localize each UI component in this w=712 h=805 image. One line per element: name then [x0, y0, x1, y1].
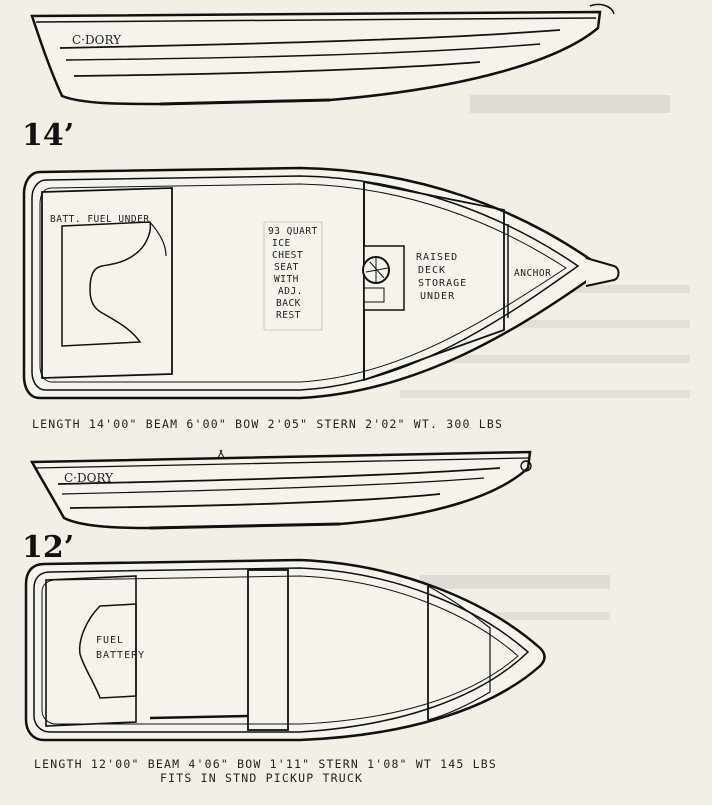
boat-14-top-view: BATT. FUEL UNDER 93 QUART ICE CHEST SEAT… [22, 166, 620, 400]
svg-text:STORAGE: STORAGE [418, 278, 467, 289]
boat-12-top-view: FUEL BATTERY [24, 558, 546, 742]
svg-text:BACK: BACK [276, 298, 301, 309]
boat-12-spec-line-2: FITS IN STND PICKUP TRUCK [160, 771, 363, 785]
boat-12-side-profile: C·DORY [29, 449, 532, 530]
boat-12-battery-label: BATTERY [96, 650, 145, 661]
boat-14-brand: C·DORY [72, 33, 122, 47]
svg-text:UNDER: UNDER [420, 291, 455, 302]
svg-text:ICE: ICE [272, 238, 291, 249]
svg-text:REST: REST [276, 310, 301, 321]
boat-14-spec-line: LENGTH 14'00" BEAM 6'00" BOW 2'05" STERN… [32, 417, 503, 431]
boat-12-spec-line: LENGTH 12'00" BEAM 4'06" BOW 1'11" STERN… [34, 757, 497, 771]
svg-text:RAISED: RAISED [416, 252, 458, 263]
boat-12-fuel-label: FUEL [96, 635, 124, 646]
svg-text:93 QUART: 93 QUART [268, 226, 318, 237]
boat-14-raised-deck-label: RAISED DECK STORAGE UNDER [416, 252, 467, 302]
svg-text:DECK: DECK [418, 265, 446, 276]
svg-text:WITH: WITH [274, 274, 299, 285]
boat-14-ice-chest-label: 93 QUART ICE CHEST SEAT WITH ADJ. BACK R… [268, 226, 318, 321]
svg-text:SEAT: SEAT [274, 262, 299, 273]
svg-text:ADJ.: ADJ. [278, 286, 303, 297]
boat-14-anchor-label: ANCHOR [514, 268, 551, 279]
boat-14-batt-fuel-label: BATT. FUEL UNDER [50, 214, 150, 225]
boat-14-size-label: 14’ [22, 118, 74, 153]
boat-12-size-label: 12’ [22, 530, 74, 565]
boat-14-side-profile: C·DORY [30, 3, 615, 106]
svg-text:CHEST: CHEST [272, 250, 303, 261]
boat-12-brand: C·DORY [64, 471, 114, 485]
